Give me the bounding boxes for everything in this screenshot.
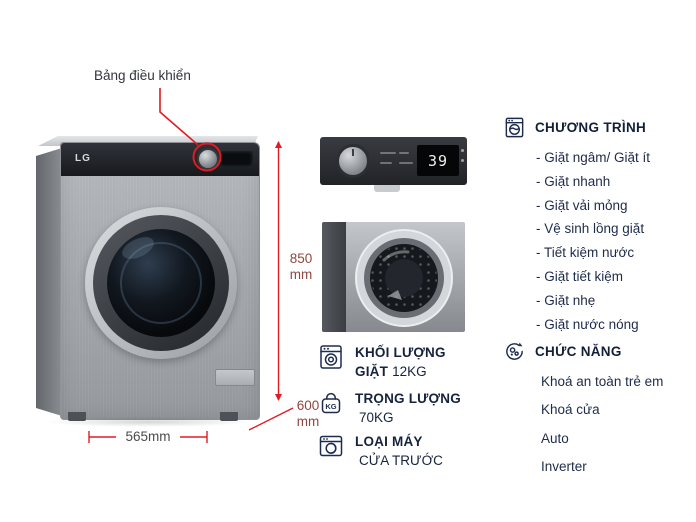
machine-front-panel: LG (60, 142, 260, 420)
kg-icon-label: KG (325, 402, 336, 411)
width-dimension-label: 565mm (116, 429, 180, 445)
spec-value: CỬA TRƯỚC (359, 453, 443, 468)
function-item: Inverter (541, 459, 587, 475)
height-arrow-top (275, 141, 282, 148)
machine-door-glass (107, 229, 215, 337)
drum-detail-image (322, 222, 465, 332)
program-item: - Tiết kiệm nước (536, 245, 635, 261)
machine-side-panel (36, 148, 62, 416)
machine-top-panel (38, 136, 258, 146)
program-item: - Giặt nước nóng (536, 316, 639, 332)
spec-label: LOẠI MÁY (355, 434, 423, 449)
function-item: Khoá an toàn trẻ em (541, 374, 664, 389)
program-item: - Giặt nhẹ (536, 292, 596, 308)
washer-capacity-icon (320, 345, 342, 369)
drum-illustration (322, 222, 465, 332)
program-item: - Vệ sinh lồng giặt (536, 221, 645, 237)
programs-list: - Giặt ngâm/ Giặt ít - Giặt nhanh - Giặt… (536, 146, 650, 336)
spec-label: TRỌNG LƯỢNG (355, 391, 461, 406)
panel-mount (374, 185, 400, 192)
functions-icon (506, 342, 523, 360)
program-item: - Giặt vải mỏng (536, 197, 628, 213)
lg-logo: LG (75, 153, 91, 164)
kg-weight-icon: KG (321, 392, 341, 414)
function-item: Khoá cửa (541, 402, 600, 418)
function-item: Auto (541, 430, 569, 446)
spec-value: 70KG (359, 410, 394, 425)
program-item: - Giặt tiết kiệm (536, 268, 624, 284)
machine-control-panel: LG (61, 143, 259, 176)
program-item: - Giặt ngâm/ Giặt ít (536, 150, 651, 165)
machine-detergent-drawer (215, 369, 255, 386)
washing-machine-illustration: LG (36, 130, 260, 427)
machine-foot (68, 412, 86, 421)
panel-display-value: 39 (427, 151, 449, 170)
functions-title: CHỨC NĂNG (535, 344, 622, 359)
machine-foot (220, 412, 238, 421)
functions-list: Khoá an toàn trẻ em Khoá cửa Auto Invert… (541, 368, 663, 482)
machine-door (85, 207, 237, 359)
front-load-icon (319, 435, 343, 457)
spec-type: LOẠI MÁY CỬA TRƯỚC (318, 432, 443, 470)
functions-header: CHỨC NĂNG (503, 340, 622, 363)
depth-dimension-label: 600 mm (296, 398, 320, 429)
panel-knob (336, 144, 370, 178)
panel-display: 39 (417, 145, 459, 176)
control-panel-detail-image: 39 (320, 137, 467, 185)
machine-display (219, 151, 253, 167)
programs-title: CHƯƠNG TRÌNH (535, 120, 647, 135)
control-panel-callout-label: Bảng điều khiển (94, 68, 191, 83)
spec-weight: KG TRỌNG LƯỢNG 70KG (318, 389, 461, 427)
program-item: - Giặt nhanh (536, 173, 611, 189)
spec-label: KHỐI LƯỢNG (355, 345, 446, 360)
machine-knob (197, 148, 219, 170)
height-arrow-bottom (275, 394, 282, 401)
height-dimension-label: 850 mm (289, 251, 313, 282)
program-washer-icon (505, 117, 524, 138)
programs-header: CHƯƠNG TRÌNH (503, 116, 646, 139)
